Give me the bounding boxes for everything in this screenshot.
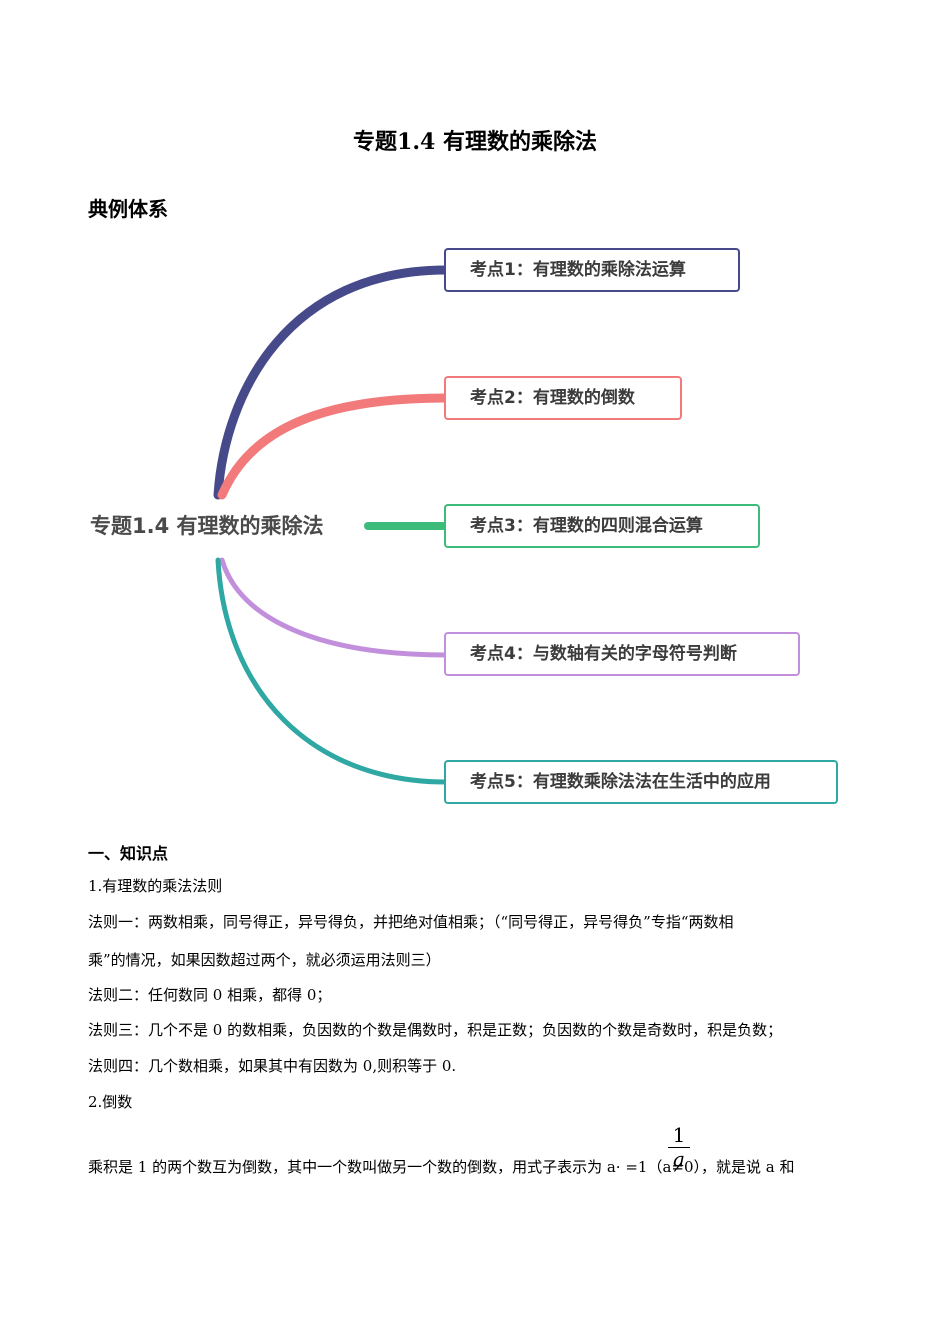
mind-map-node-1: 考点1：有理数的乘除法运算 [444,248,740,292]
text-line: 1.有理数的乘法法则 [88,877,223,895]
mind-map-node-4: 考点4：与数轴有关的字母符号判断 [444,632,800,676]
mind-map-node-3: 考点3：有理数的四则混合运算 [444,504,760,548]
text-line: 乘”的情况，如果因数超过两个，就必须运用法则三） [88,951,441,969]
fraction-denominator: a [673,1147,685,1171]
text-line: 2.倒数 [88,1093,133,1111]
text-line: 法则四：几个数相乘，如果其中有因数为 0,则积等于 0. [88,1057,457,1075]
section-heading-knowledge: 一、知识点 [88,844,169,863]
page-title: 专题1.4 有理数的乘除法 [353,129,597,155]
branch-1 [213,265,451,500]
mind-map-node-2: 考点2：有理数的倒数 [444,376,682,420]
fraction-bar [668,1147,690,1148]
text-line: 法则一：两数相乘，同号得正，异号得负，并把绝对值相乘；（“同号得正，异号得负”专… [88,913,734,931]
text-line: 乘积是 1 的两个数互为倒数，其中一个数叫做另一个数的倒数，用式子表示为 a· … [88,1158,795,1176]
mind-map-center: 专题1.4 有理数的乘除法 [90,514,324,538]
branch-5 [215,557,449,785]
mind-map-diagram [213,265,451,785]
text-line: 法则三：几个不是 0 的数相乘，负因数的个数是偶数时，积是正数；负因数的个数是奇… [88,1021,783,1039]
branch-4 [219,557,449,658]
text-line: 法则二：任何数同 0 相乘，都得 0； [88,986,332,1004]
section-heading-system: 典例体系 [88,197,168,221]
branch-2 [217,393,451,500]
mind-map-node-5: 考点5：有理数乘除法法在生活中的应用 [444,760,838,804]
reciprocal-fraction: 1 a [668,1124,690,1169]
fraction-numerator: 1 [672,1123,686,1147]
